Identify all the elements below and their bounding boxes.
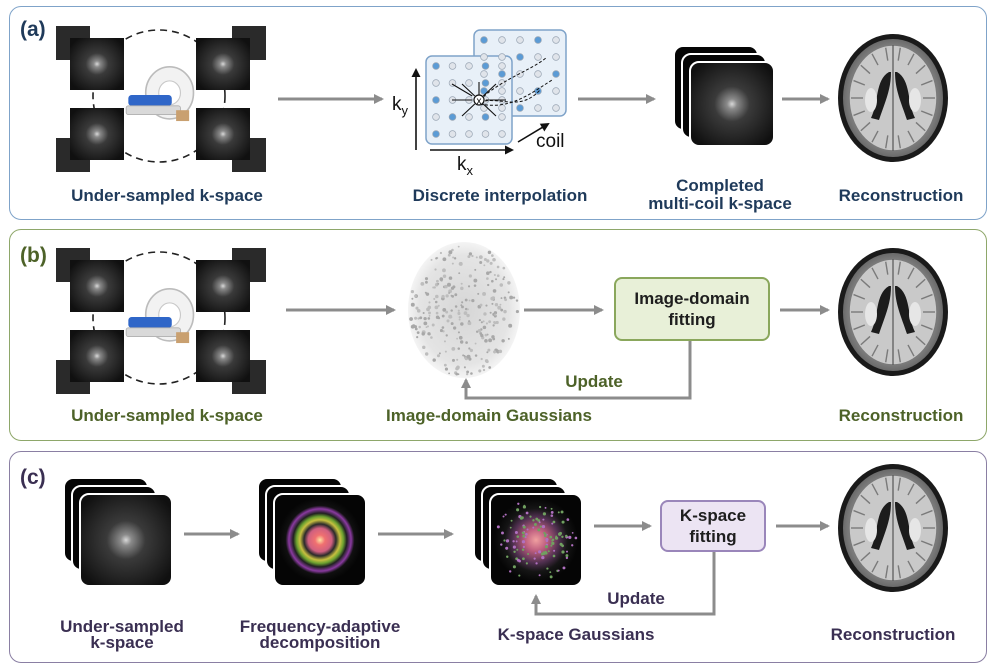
- axis-coil: coil: [536, 131, 565, 152]
- completed-kspace-stack: [673, 45, 775, 147]
- svg-text:x: x: [477, 96, 482, 107]
- panel-c: [9, 451, 987, 663]
- brain-recon-b: [835, 246, 951, 378]
- update-arrow-c: [531, 552, 716, 616]
- caption-freq-1: Frequency-adaptive: [239, 617, 401, 636]
- caption-kspace-gaussians: K-space Gaussians: [497, 625, 655, 644]
- update-label-b: Update: [565, 372, 623, 391]
- interpolation-grid: x: [411, 29, 567, 155]
- caption-undersampled-b: Under-sampled k-space: [71, 406, 263, 425]
- brain-recon-a: [835, 32, 951, 164]
- frequency-decomposition-stack: [257, 477, 367, 587]
- caption-completed-1: Completed: [676, 176, 764, 195]
- caption-undersampled-c-2: k-space: [90, 633, 154, 652]
- panel-a-label: (a): [20, 18, 46, 41]
- caption-completed-2: multi-coil k-space: [648, 194, 792, 213]
- caption-recon-c: Reconstruction: [830, 625, 956, 644]
- panel-c-label: (c): [20, 466, 46, 489]
- update-label-c: Update: [607, 589, 665, 608]
- panel-a: [9, 6, 987, 220]
- panel-b: [9, 229, 987, 441]
- axis-ky: ky: [392, 94, 408, 118]
- caption-recon-b: Reconstruction: [838, 406, 964, 425]
- undersampled-kspace-a: [56, 26, 266, 172]
- brain-recon-c: [835, 462, 951, 594]
- image-domain-gaussians: [408, 242, 520, 378]
- caption-image-gaussians: Image-domain Gaussians: [386, 406, 592, 425]
- undersampled-kspace-stack-c: [63, 477, 173, 587]
- caption-undersampled-c-1: Under-sampled: [60, 617, 184, 636]
- caption-undersampled-a: Under-sampled k-space: [71, 186, 263, 205]
- axis-kx: kx: [457, 154, 473, 178]
- update-arrow-b: [461, 341, 692, 400]
- caption-interpolation: Discrete interpolation: [412, 186, 588, 205]
- caption-freq-2: decomposition: [259, 633, 381, 652]
- kspace-gaussians-stack: [473, 477, 583, 587]
- panel-b-label: (b): [20, 244, 47, 267]
- caption-recon-a: Reconstruction: [838, 186, 964, 205]
- undersampled-kspace-b: [56, 248, 266, 394]
